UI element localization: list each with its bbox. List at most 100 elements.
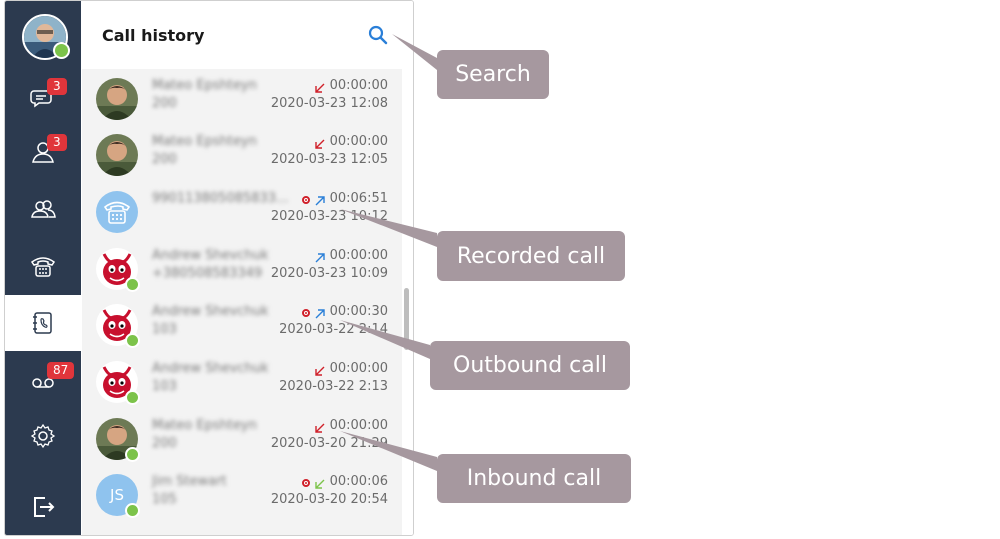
nav-contacts-unread[interactable]: 3: [5, 124, 81, 180]
contact-name: Jim Stewart: [152, 474, 227, 489]
messages-badge: 3: [47, 78, 67, 95]
sidebar: 3 3: [5, 1, 81, 535]
contact-name: Andrew Shevchuk: [152, 248, 269, 263]
inbound-arrow-icon: [315, 423, 325, 433]
callout-inbound-call: Inbound call: [437, 454, 631, 503]
contact-number: 200: [152, 96, 177, 111]
telephone-icon: [30, 257, 56, 277]
call-list: Mateo Epshteyn 200 00:00:00 2020-03-23 12:0…: [82, 69, 402, 535]
contact-avatar: [96, 248, 138, 290]
contact-number: 200: [152, 152, 177, 167]
voicemail-badge: 87: [47, 362, 75, 379]
user-status-online: [53, 42, 70, 59]
inbound-arrow-icon: [315, 366, 325, 376]
call-duration: 00:00:00: [329, 248, 388, 263]
outbound-arrow-icon: [315, 253, 325, 263]
call-datetime: 2020-03-22 2:14: [279, 322, 388, 337]
callout-search: Search: [437, 50, 549, 99]
online-status-dot: [125, 503, 140, 518]
contact-name: Mateo Epshteyn: [152, 418, 257, 433]
contact-number: +380508583349: [152, 266, 263, 281]
call-row[interactable]: 990113805085833... 00:06:51 2020-03-23 10:…: [82, 182, 402, 239]
search-icon: [368, 25, 388, 45]
online-status-dot: [125, 333, 140, 348]
online-status-dot: [125, 277, 140, 292]
call-duration: 00:00:00: [329, 78, 388, 93]
users-icon: [31, 200, 56, 218]
call-datetime: 2020-03-23 12:08: [270, 96, 388, 111]
inbound-arrow-icon: [315, 139, 325, 149]
contact-number: 103: [152, 322, 177, 337]
contact-number: 103: [152, 379, 177, 394]
call-datetime: 2020-03-23 10:12: [270, 209, 388, 224]
call-direction: [314, 192, 326, 206]
call-duration: 00:00:00: [329, 134, 388, 149]
voicemail-icon: [32, 378, 54, 388]
call-direction: [314, 305, 326, 319]
call-row[interactable]: Mateo Epshteyn 200 00:00:00 2020-03-23 12:0…: [82, 69, 402, 126]
call-duration: 00:00:30: [329, 304, 388, 319]
contact-name: Mateo Epshteyn: [152, 78, 257, 93]
contact-name: Andrew Shevchuk: [152, 361, 269, 376]
avatar-initials: JS: [110, 486, 124, 504]
call-direction: [314, 79, 326, 93]
call-direction: [314, 362, 326, 376]
contact-avatar: [96, 361, 138, 403]
contact-avatar: [96, 304, 138, 346]
recorded-indicator-icon: [302, 479, 310, 487]
bsd-devil-avatar: [96, 248, 138, 290]
search-button[interactable]: [366, 23, 390, 47]
inbound-arrow-icon: [315, 83, 325, 93]
call-duration: 00:00:06: [329, 474, 388, 489]
online-status-dot: [125, 390, 140, 405]
recorded-indicator-icon: [302, 309, 310, 317]
scrollbar[interactable]: [404, 288, 409, 350]
recorded-indicator-icon: [302, 196, 310, 204]
phone-avatar-icon: [96, 191, 138, 233]
call-duration: 00:06:51: [329, 191, 388, 206]
call-direction: [314, 249, 326, 263]
nav-dialpad[interactable]: [5, 238, 81, 294]
nav-contacts[interactable]: [5, 181, 81, 237]
contact-photo: [96, 134, 138, 176]
call-duration: 00:00:00: [329, 361, 388, 376]
call-row[interactable]: Andrew Shevchuk 103 00:00:30 2020-03-22 2:1…: [82, 295, 402, 352]
call-direction: [314, 419, 326, 433]
app-window: 3 3: [4, 0, 414, 536]
call-row[interactable]: Andrew Shevchuk 103 00:00:00 2020-03-22 2:1…: [82, 352, 402, 409]
nav-messages[interactable]: 3: [5, 68, 81, 124]
contact-name: Andrew Shevchuk: [152, 304, 269, 319]
call-datetime: 2020-03-20 20:54: [270, 492, 388, 507]
page-title: Call history: [102, 26, 205, 45]
call-row[interactable]: Andrew Shevchuk +380508583349 00:00:00 2020…: [82, 239, 402, 296]
call-datetime: 2020-03-23 12:05: [270, 152, 388, 167]
call-duration: 00:00:00: [329, 418, 388, 433]
nav-logout[interactable]: [5, 479, 81, 535]
bsd-devil-avatar: [96, 304, 138, 346]
nav-call-history[interactable]: [5, 295, 81, 351]
contact-avatar: [96, 191, 138, 233]
nav-voicemail[interactable]: 87: [5, 352, 81, 408]
callout-outbound-call: Outbound call: [430, 341, 630, 390]
contact-photo: [96, 78, 138, 120]
phonebook-icon: [33, 312, 52, 334]
call-datetime: 2020-03-22 2:13: [279, 379, 388, 394]
call-datetime: 2020-03-23 10:09: [270, 266, 388, 281]
contacts-badge: 3: [47, 134, 67, 151]
nav-settings[interactable]: [5, 408, 81, 464]
callout-recorded-call: Recorded call: [437, 231, 625, 281]
online-status-dot: [125, 447, 140, 462]
call-direction: [314, 475, 326, 489]
call-row[interactable]: JS Jim Stewart 105 00:00:06 2020-03-20 20:54: [82, 465, 402, 522]
call-direction: [314, 135, 326, 149]
contact-name: 990113805085833...: [152, 191, 289, 206]
outbound-arrow-icon: [315, 196, 325, 206]
contact-number: 105: [152, 492, 177, 507]
logout-icon: [34, 497, 55, 517]
call-datetime: 2020-03-20 21:29: [270, 436, 388, 451]
inbound-answered-arrow-icon: [315, 479, 325, 489]
